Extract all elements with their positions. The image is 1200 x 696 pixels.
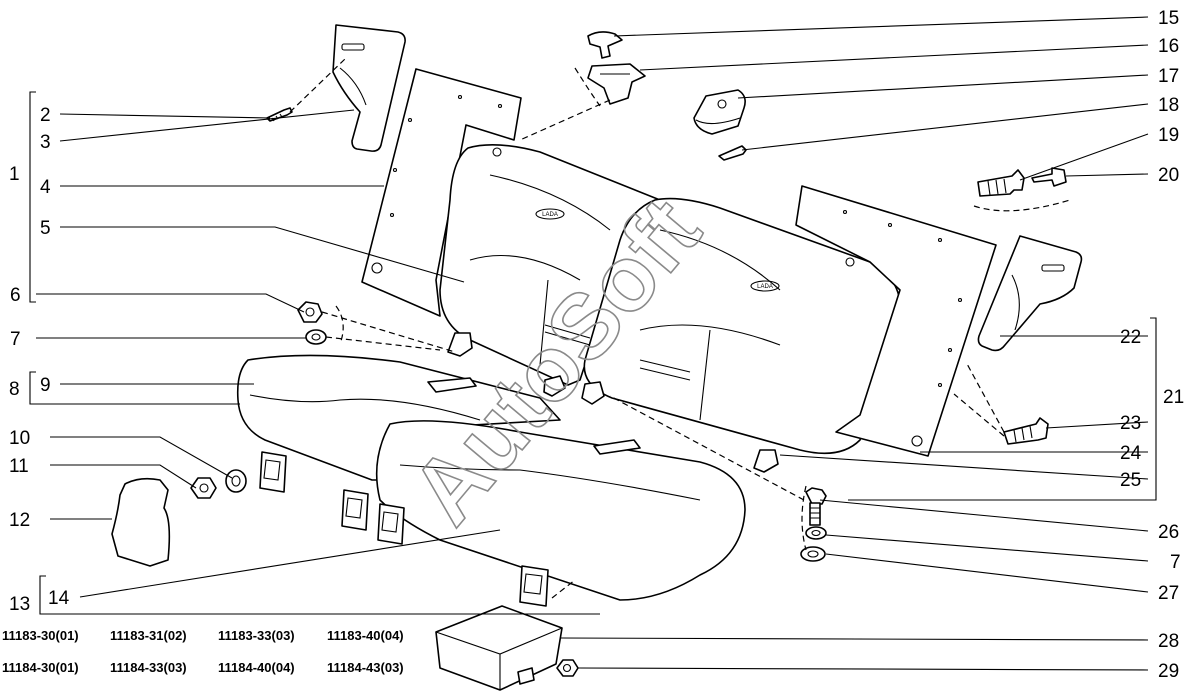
callout-9: 9 <box>40 375 51 396</box>
callout-16: 16 <box>1158 36 1179 57</box>
assembly-lines <box>289 57 1071 599</box>
part-23-clip-plug <box>1003 417 1049 445</box>
part-24-right-back-panel <box>795 185 997 457</box>
part-11-nut <box>190 477 217 499</box>
callout-21: 21 <box>1163 387 1184 408</box>
callout-20: 20 <box>1158 165 1179 186</box>
part-16-belt-guide <box>587 63 646 105</box>
part-28-storage-box <box>435 605 563 691</box>
emblem-right: LADA <box>757 284 773 290</box>
seat-bracket-a <box>259 451 287 493</box>
variant-code: 11184-43(03) <box>327 660 404 675</box>
part-19-clip-plug <box>977 169 1025 197</box>
part-20-pin <box>1031 167 1067 187</box>
callout-13: 13 <box>9 594 30 615</box>
callout-15: 15 <box>1158 8 1179 29</box>
callout-10: 10 <box>9 428 30 449</box>
part-7-washer-right <box>805 526 827 540</box>
part-15-clip <box>587 31 623 59</box>
callout-5: 5 <box>40 218 51 239</box>
leader-lines <box>36 16 1149 671</box>
part-7-washer-left <box>305 329 327 345</box>
variant-code: 11183-40(04) <box>327 628 404 643</box>
callout-26: 26 <box>1158 522 1179 543</box>
seat-bracket-d <box>519 565 549 607</box>
part-29-nut <box>556 659 579 677</box>
part-27-washer <box>800 546 826 562</box>
part-14-right-seat-cushion <box>375 420 746 601</box>
callout-17: 17 <box>1158 66 1179 87</box>
callout-22: 22 <box>1120 327 1141 348</box>
variant-code: 11183-31(02) <box>110 628 187 643</box>
callouts-right: 15 16 17 18 19 20 21 22 23 24 25 26 7 27… <box>1120 8 1184 682</box>
emblem-left: LADA <box>542 212 558 218</box>
variant-code: 11183-33(03) <box>218 628 295 643</box>
callout-7-right: 7 <box>1170 552 1181 573</box>
callout-25: 25 <box>1120 470 1141 491</box>
callout-23: 23 <box>1120 413 1141 434</box>
variant-code: 11184-33(03) <box>110 660 187 675</box>
callout-19: 19 <box>1158 125 1179 146</box>
part-6-nut <box>297 301 323 323</box>
callout-18: 18 <box>1158 95 1179 116</box>
seat-bracket-c <box>377 503 405 545</box>
callout-12: 12 <box>9 510 30 531</box>
variant-code: 11184-30(01) <box>2 660 79 675</box>
part-22-right-side-trim <box>977 235 1083 352</box>
callout-3: 3 <box>40 132 51 153</box>
callout-1: 1 <box>9 164 20 185</box>
variant-codes: 11183-30(01) 11183-31(02) 11183-33(03) 1… <box>2 628 404 675</box>
group-brackets <box>29 91 1157 615</box>
variant-code: 11183-30(01) <box>2 628 79 643</box>
callout-8: 8 <box>9 379 20 400</box>
part-3-left-side-trim <box>332 24 406 152</box>
part-9-left-seat-cushion <box>236 354 561 481</box>
callout-2: 2 <box>40 105 51 126</box>
callout-24: 24 <box>1120 443 1142 464</box>
callout-14: 14 <box>48 588 70 609</box>
callout-27: 27 <box>1158 583 1179 604</box>
variant-code: 11184-40(04) <box>218 660 295 675</box>
part-17-hinge-bracket <box>693 89 746 135</box>
callout-11: 11 <box>9 456 29 477</box>
callout-29: 29 <box>1158 661 1179 682</box>
part-10-washer <box>225 469 247 493</box>
part-26-bolt <box>805 487 827 526</box>
part-18-screw <box>718 145 747 161</box>
callout-4: 4 <box>40 177 51 198</box>
part-12-cover <box>111 477 171 567</box>
seat-bracket-b <box>341 489 369 531</box>
callouts-left: 1 2 3 4 5 6 7 8 9 10 11 12 13 14 <box>9 105 70 615</box>
callout-28: 28 <box>1158 631 1179 652</box>
part-25-right-backrest <box>492 147 902 473</box>
callout-7-left: 7 <box>10 329 21 350</box>
part-5-left-backrest <box>439 144 661 397</box>
callout-6: 6 <box>10 285 21 306</box>
